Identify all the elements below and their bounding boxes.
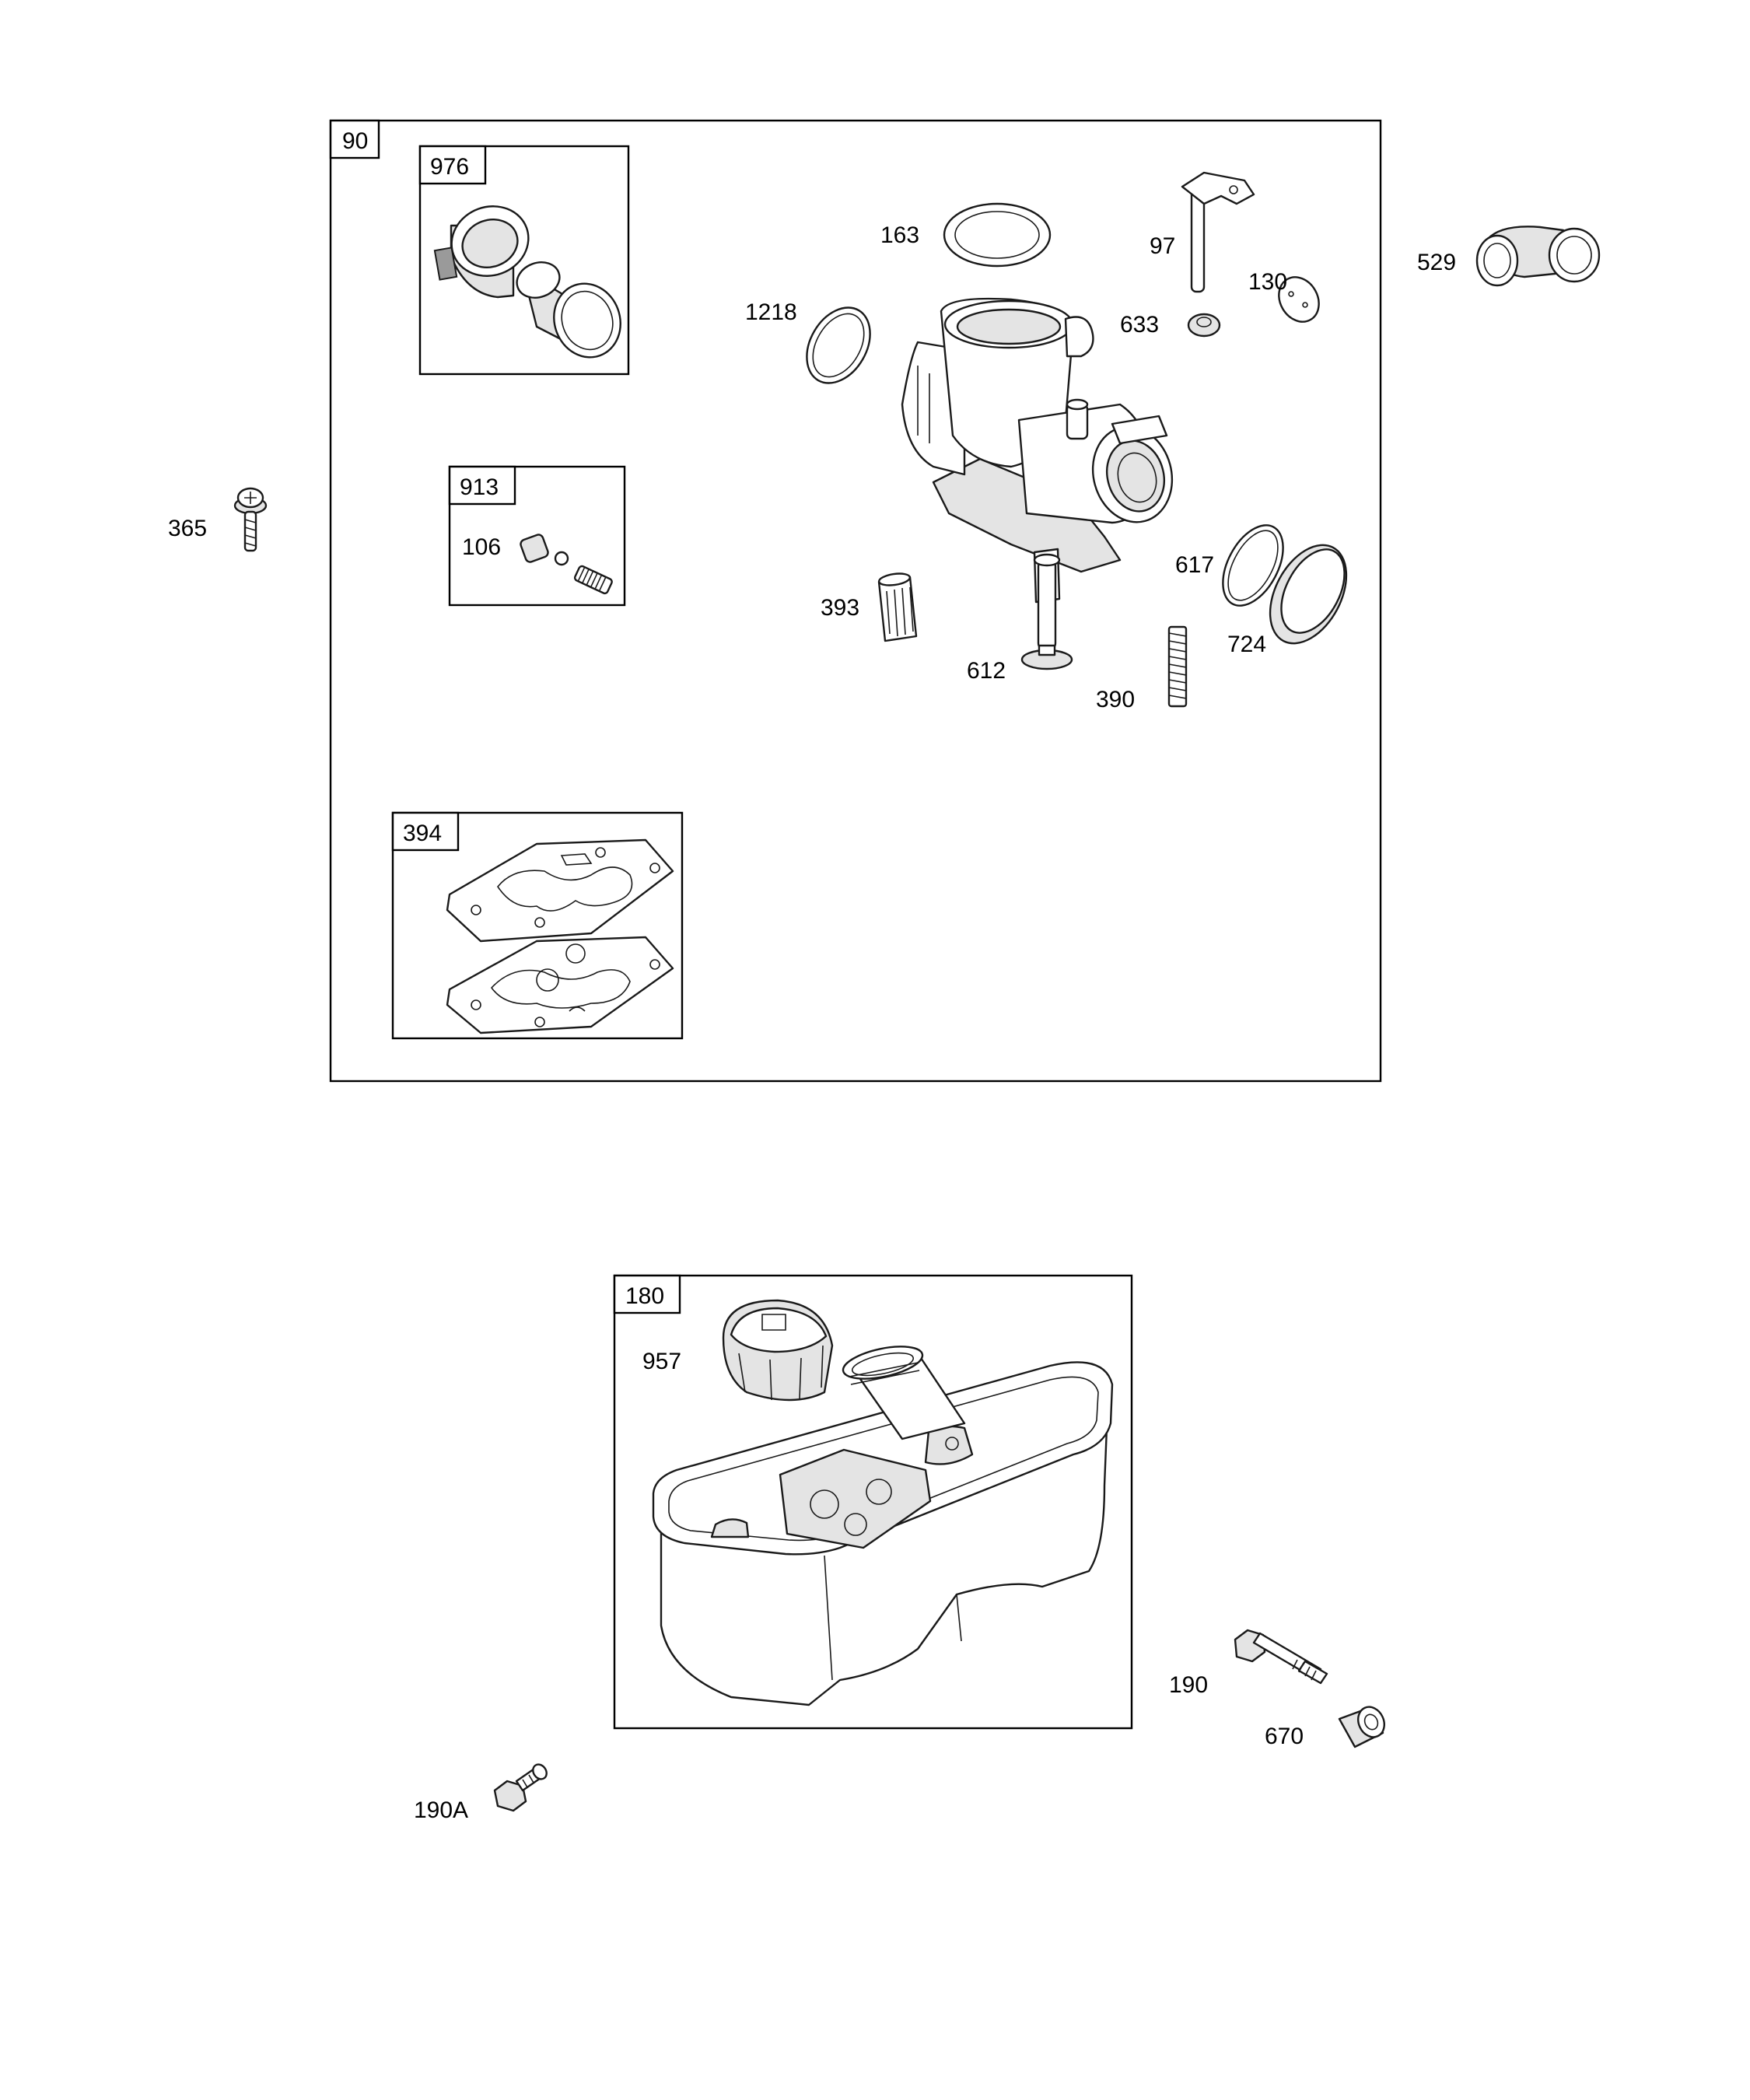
callout-163: 163 bbox=[880, 222, 919, 248]
air-cleaner-filter-drawing bbox=[516, 261, 621, 359]
check-valve-parts-drawing bbox=[520, 534, 613, 595]
callout-529: 529 bbox=[1417, 250, 1456, 275]
fuel-cap-957-drawing bbox=[722, 1299, 834, 1402]
callout-1218: 1218 bbox=[745, 299, 797, 325]
check-valve-kit-box: 913 bbox=[448, 465, 626, 607]
air-cleaner-kit-tag: 976 bbox=[430, 154, 469, 180]
callout-97: 97 bbox=[1150, 233, 1175, 259]
carburetor-assembly-tag: 90 bbox=[342, 128, 368, 154]
elbow-529-drawing bbox=[1475, 226, 1601, 287]
diaphragm-gasket-upper-drawing bbox=[446, 838, 674, 943]
gasket-kit-box: 394 bbox=[391, 811, 684, 1040]
seal-633-drawing bbox=[1187, 313, 1221, 338]
fuel-tank-drawing bbox=[652, 1346, 1114, 1706]
callout-106: 106 bbox=[462, 534, 501, 560]
fuel-pickup-612-drawing bbox=[1020, 553, 1073, 670]
bolt-190-drawing bbox=[1234, 1629, 1328, 1685]
callout-612: 612 bbox=[967, 658, 1006, 684]
callout-365: 365 bbox=[168, 516, 207, 541]
screw-365-drawing bbox=[233, 487, 268, 552]
choke-shaft-97-drawing bbox=[1181, 171, 1255, 293]
callout-190A: 190A bbox=[414, 1797, 468, 1823]
gasket-kit-tag: 394 bbox=[403, 821, 442, 846]
diaphragm-gasket-lower-drawing bbox=[446, 936, 674, 1034]
callout-724: 724 bbox=[1227, 632, 1266, 657]
callout-393: 393 bbox=[821, 595, 859, 621]
o-ring-617-drawing bbox=[1222, 524, 1284, 607]
check-valve-kit-tag: 913 bbox=[460, 474, 499, 500]
callout-190: 190 bbox=[1169, 1672, 1208, 1698]
fuel-tank-assembly-tag: 180 bbox=[625, 1283, 664, 1309]
carburetor-body-drawing bbox=[901, 297, 1174, 604]
seal-724-drawing bbox=[1269, 544, 1348, 645]
callout-390: 390 bbox=[1096, 687, 1135, 712]
o-ring-1218-drawing bbox=[806, 306, 871, 384]
callout-617: 617 bbox=[1175, 552, 1214, 578]
carburetor-assembly-frame: 90 bbox=[329, 119, 1382, 1083]
callout-670: 670 bbox=[1265, 1724, 1304, 1749]
air-cleaner-collar-drawing bbox=[433, 205, 530, 299]
screw-190A-drawing bbox=[493, 1763, 548, 1812]
gasket-ring-163-drawing bbox=[943, 202, 1052, 268]
spacer-670-drawing bbox=[1338, 1706, 1385, 1748]
filter-393-drawing bbox=[877, 572, 918, 642]
callout-957: 957 bbox=[642, 1349, 681, 1374]
air-cleaner-kit-box: 976 bbox=[418, 145, 630, 376]
choke-valve-130-drawing bbox=[1278, 276, 1320, 323]
spring-390-drawing bbox=[1167, 625, 1188, 708]
callout-633: 633 bbox=[1120, 312, 1159, 338]
fuel-tank-assembly-box: 180 bbox=[613, 1274, 1133, 1730]
callout-130: 130 bbox=[1248, 269, 1287, 295]
